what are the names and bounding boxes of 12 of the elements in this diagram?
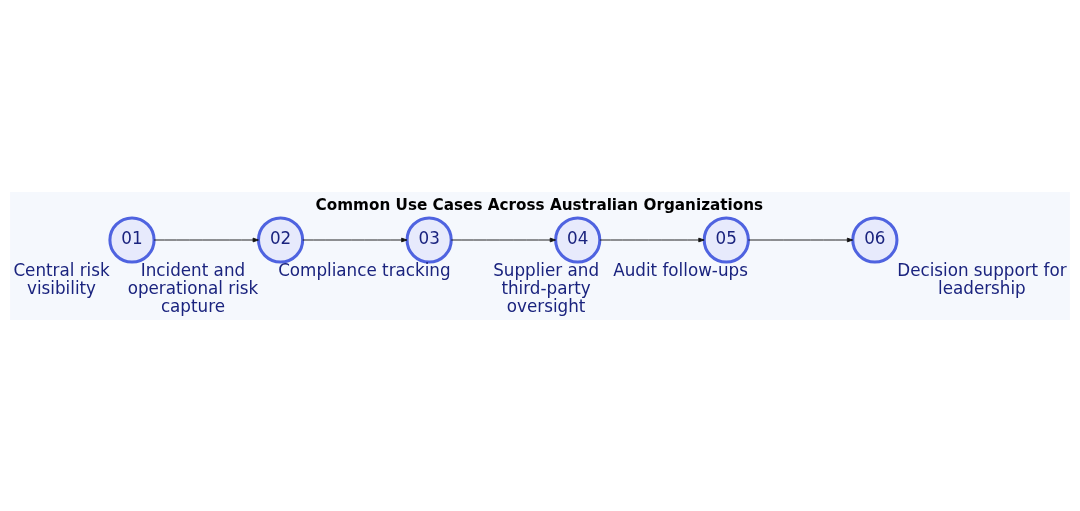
arrow xyxy=(450,237,556,242)
node-circle: 06 xyxy=(851,215,899,264)
node-label: Decision support for leadership xyxy=(897,259,1067,298)
node-circle: 01 xyxy=(108,215,156,264)
arrow xyxy=(747,237,854,242)
node-circle: 02 xyxy=(256,215,305,264)
arrow xyxy=(599,237,705,242)
node-label: Central risk visibility xyxy=(13,259,110,298)
arrow xyxy=(153,237,259,242)
diagram-title: Common Use Cases Across Australian Organizations xyxy=(315,195,764,214)
arrow xyxy=(302,237,408,242)
node-circle: 05 xyxy=(702,215,750,264)
